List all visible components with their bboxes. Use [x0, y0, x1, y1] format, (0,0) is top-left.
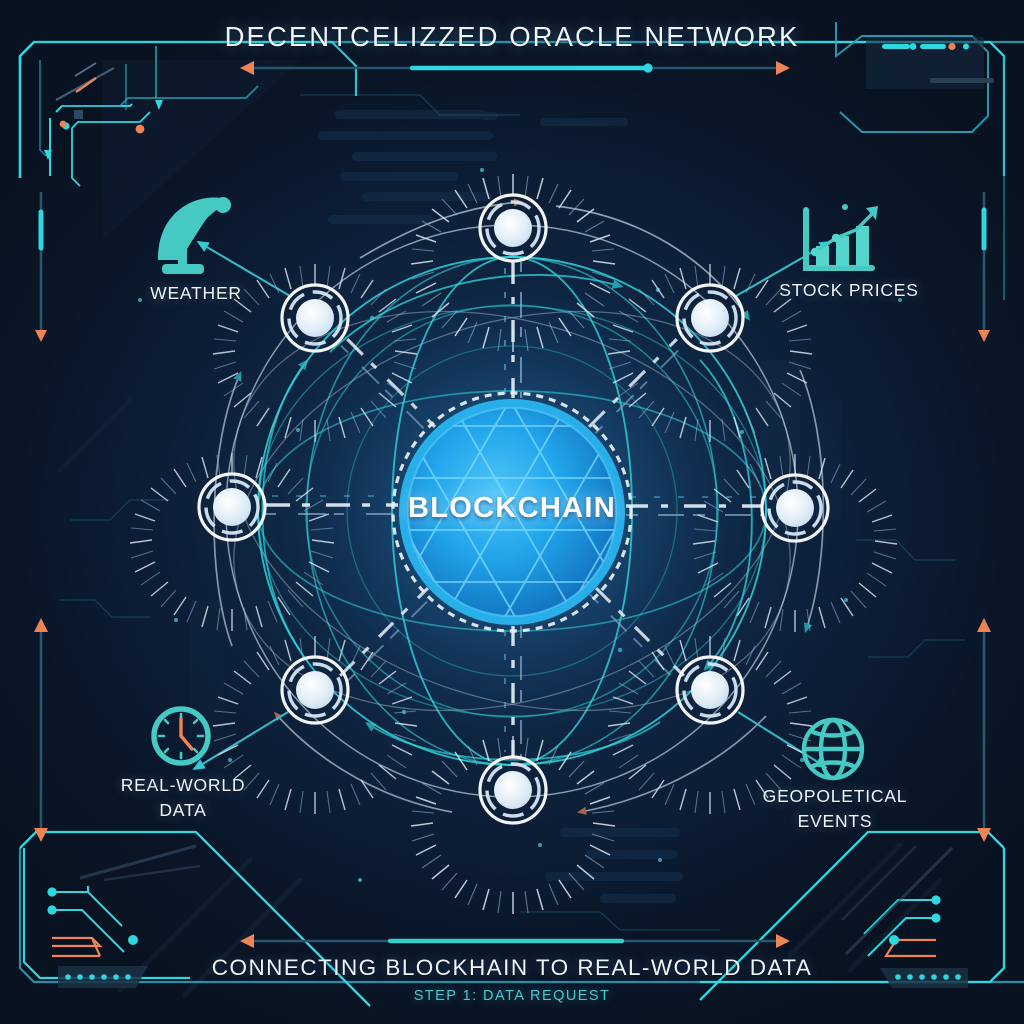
side-rail-left-upper: [35, 192, 47, 342]
footer-caption: CONNECTING BLOCKHAIN TO REAL-WORLD DATA: [211, 955, 813, 980]
oracle-node-ne-draw[interactable]: [607, 264, 813, 442]
bar-chart-trend-icon: [803, 204, 878, 271]
source-label-geopolitical-events: GEOPOLETICAL EVENTS: [762, 786, 908, 831]
oracle-nodes-group: [129, 174, 898, 914]
oracle-node-se[interactable]: [607, 636, 813, 814]
source-connector-arrows: [192, 240, 832, 771]
background-diagonal-streaks: [57, 397, 943, 998]
hud-corner-bottom-right: [699, 830, 1006, 1001]
oracle-node-s[interactable]: [410, 736, 616, 914]
oracle-node-nw[interactable]: [212, 264, 418, 442]
background-circuit-traces: [60, 94, 965, 931]
top-measure-bar: [240, 61, 790, 75]
core-dashed-ring: [391, 391, 633, 633]
oracle-node-n[interactable]: [410, 174, 616, 352]
source-label-stock-prices: STOCK PRICES: [779, 280, 919, 300]
hud-corner-top-right: [700, 22, 1006, 300]
oracle-node-sw[interactable]: [212, 636, 418, 814]
bottom-measure-bar: [240, 934, 790, 948]
core-sphere: [408, 408, 616, 616]
source-icons-layer: [151, 197, 878, 781]
clock-icon: [151, 706, 211, 766]
hud-corner-bottom-left: [18, 830, 1024, 1007]
hud-corner-top-left: [18, 40, 1024, 240]
blockchain-core[interactable]: [360, 374, 660, 634]
globe-icon: [801, 717, 865, 781]
source-label-real-world-data: REAL-WORLD DATA: [120, 775, 246, 820]
source-label-weather: WEATHER: [150, 283, 242, 303]
blockchain-core-label: BLOCKCHAIN: [408, 492, 616, 524]
satellite-dish-icon: [158, 197, 231, 274]
side-rail-right-upper: [978, 192, 990, 342]
side-rail-left-lower: [34, 618, 48, 842]
footer-step-indicator: STEP 1: DATA REQUEST: [413, 988, 611, 1004]
oracle-node-w[interactable]: [129, 453, 335, 631]
oracle-node-e[interactable]: [692, 454, 898, 632]
side-rail-right-lower: [977, 618, 991, 842]
page-title: DECENTCELIZZED ORACLE NETWORK: [224, 21, 800, 52]
